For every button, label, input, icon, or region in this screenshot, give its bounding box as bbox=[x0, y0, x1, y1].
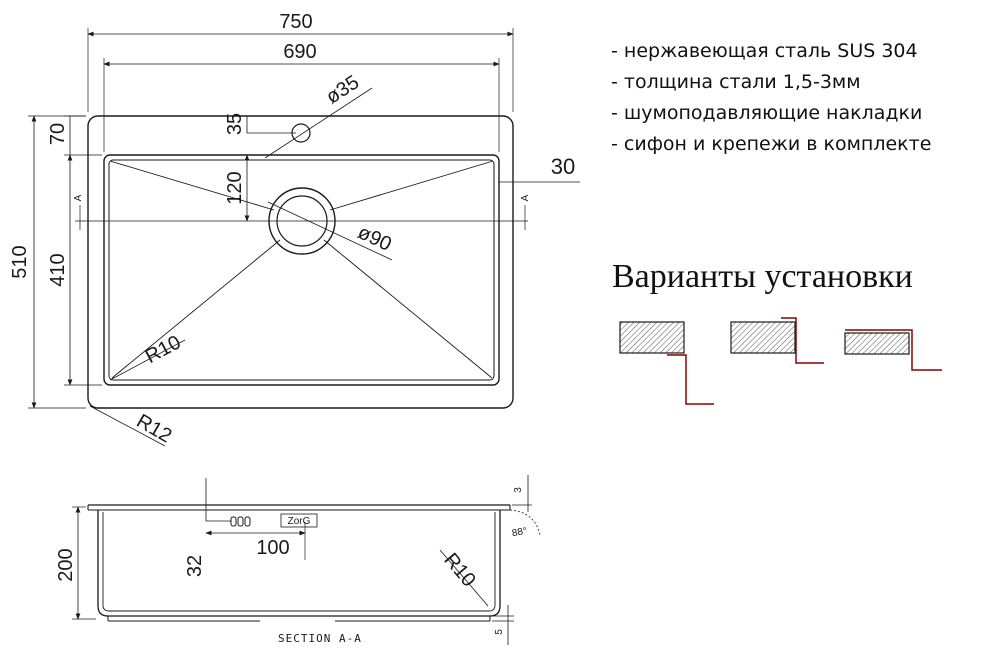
dim-inner-radius: R10 bbox=[142, 331, 185, 368]
install-variant-topmount bbox=[844, 329, 942, 371]
bowl-inner-edge bbox=[108, 159, 495, 381]
brand-logo-text: ZorG bbox=[288, 516, 311, 527]
dim-drain-diameter: ø90 bbox=[354, 221, 395, 256]
overflow-slot bbox=[244, 516, 251, 527]
install-variant-flush bbox=[730, 317, 824, 364]
dim-width-outer: 750 bbox=[279, 11, 312, 33]
slope-line bbox=[111, 239, 281, 379]
dim-drain-offset: 120 bbox=[224, 171, 246, 204]
sink-outer-contour bbox=[87, 115, 514, 409]
section-marker-right: A bbox=[520, 194, 531, 201]
feature-item: - шумоподавляющие накладки bbox=[611, 102, 923, 124]
dim-bottom-radius: R10 bbox=[439, 549, 479, 591]
installation-variants bbox=[619, 317, 942, 405]
feature-list: - нержавеющая сталь SUS 304 - толщина ст… bbox=[611, 36, 931, 160]
installation-title: Варианты установки bbox=[612, 258, 913, 295]
feature-item: - толщина стали 1,5-3мм bbox=[611, 71, 861, 93]
bowl-outer-edge bbox=[103, 154, 500, 386]
section-view bbox=[72, 475, 541, 645]
dim-overflow-offset: 32 bbox=[184, 555, 206, 577]
dim-bottom-step: 5 bbox=[494, 629, 505, 635]
top-view-dimensions: 750 690 510 410 70 30 35 120 ø35 ø90 R10… bbox=[9, 11, 575, 448]
feature-item: - сифон и крепежи в комплекте bbox=[611, 133, 932, 155]
top-view bbox=[28, 28, 580, 447]
install-variant-undermount bbox=[619, 321, 714, 405]
dim-outer-radius: R12 bbox=[133, 410, 176, 447]
dim-edge-top: 70 bbox=[47, 123, 69, 145]
slope-line bbox=[329, 160, 494, 211]
dim-depth-inner: 410 bbox=[47, 253, 69, 286]
section-bowl-outline bbox=[97, 510, 501, 617]
dim-section-height: 200 bbox=[55, 548, 77, 581]
slope-line bbox=[323, 239, 493, 379]
overflow-slot bbox=[230, 516, 237, 527]
slope-line bbox=[109, 160, 275, 211]
section-title: SECTION A-A bbox=[278, 632, 362, 645]
dim-depth-outer: 510 bbox=[9, 245, 31, 278]
dim-rim-angle: 88° bbox=[511, 526, 528, 539]
feature-item: - нержавеющая сталь SUS 304 bbox=[611, 40, 918, 62]
section-marker-left: A bbox=[73, 194, 84, 201]
dim-width-inner: 690 bbox=[283, 41, 316, 63]
brand-logo: ZorG bbox=[280, 513, 318, 528]
dim-overflow-length: 100 bbox=[256, 537, 289, 559]
dim-edge-side: 30 bbox=[551, 154, 575, 179]
dim-tap-diameter: ø35 bbox=[322, 71, 363, 108]
dim-tap-offset: 35 bbox=[224, 113, 246, 135]
dim-rim-thickness: 3 bbox=[513, 487, 524, 493]
overflow-slot bbox=[237, 516, 244, 527]
